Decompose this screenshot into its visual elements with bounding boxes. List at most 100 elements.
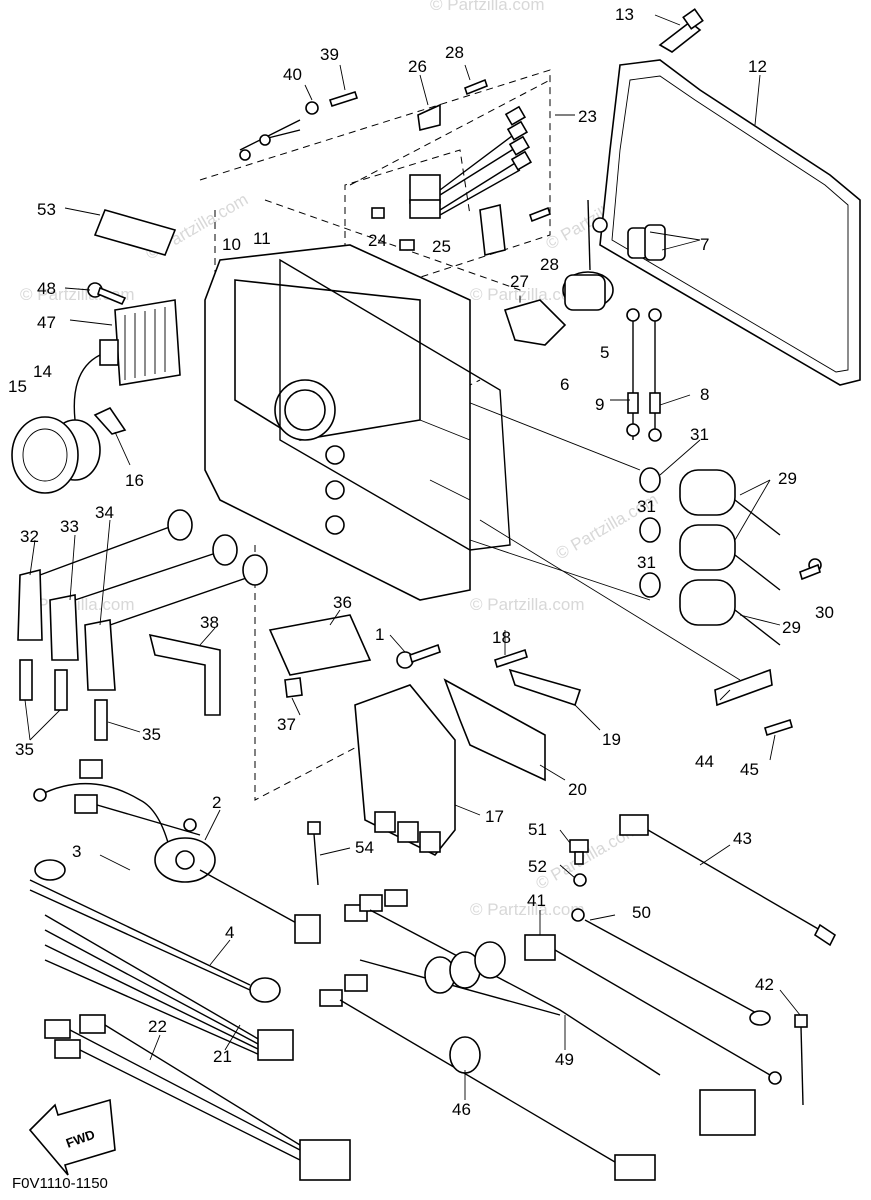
bolt-51 <box>569 839 589 887</box>
callout-14: 14 <box>33 362 52 381</box>
callout-5: 5 <box>600 343 609 362</box>
callout-53: 53 <box>37 200 56 219</box>
bolt-1 <box>396 643 441 669</box>
plate-44 <box>714 668 793 737</box>
callout-44: 44 <box>695 752 714 771</box>
callout-36: 36 <box>333 593 352 612</box>
gasket <box>599 59 861 386</box>
plate-36 <box>268 614 372 698</box>
callout-10: 10 <box>222 235 241 254</box>
harness-43 <box>619 814 837 947</box>
watermark: © Partzilla.com <box>430 0 545 14</box>
bolt-39 <box>239 90 359 161</box>
callout-20: 20 <box>568 780 587 799</box>
callout-39: 39 <box>320 45 339 64</box>
callout-22: 22 <box>148 1017 167 1036</box>
cable-tie-42 <box>794 1014 808 1106</box>
callout-18: 18 <box>492 628 511 647</box>
callout-47: 47 <box>37 313 56 332</box>
callout-28: 28 <box>445 43 464 62</box>
callout-6: 6 <box>560 375 569 394</box>
callout-31c: 31 <box>637 553 656 572</box>
callout-29: 29 <box>778 469 797 488</box>
callout-52: 52 <box>528 857 547 876</box>
clip-16 <box>93 406 127 435</box>
knob-assembly <box>11 416 101 494</box>
callout-23: 23 <box>578 107 597 126</box>
callout-48: 48 <box>37 279 56 298</box>
spark-plugs <box>19 659 108 741</box>
callout-37: 37 <box>277 715 296 734</box>
harness-50 <box>571 908 771 1026</box>
callout-24: 24 <box>368 231 387 250</box>
callout-7: 7 <box>700 235 709 254</box>
forward-indicator: FWD <box>28 1098 116 1176</box>
callout-1: 1 <box>375 625 384 644</box>
callout-2: 2 <box>212 793 221 812</box>
label-plate <box>93 209 177 256</box>
relay-holder <box>503 299 567 346</box>
bracket-26 <box>417 78 488 131</box>
watermark: © Partzilla.com <box>470 595 585 614</box>
harness-22 <box>44 1014 351 1181</box>
callout-19: 19 <box>602 730 621 749</box>
callout-45: 45 <box>740 760 759 779</box>
callout-49: 49 <box>555 1050 574 1069</box>
callout-38: 38 <box>200 613 219 632</box>
diagram-code: F0V1110-1150 <box>12 1175 108 1192</box>
harness-46 <box>319 974 656 1181</box>
callout-12: 12 <box>748 57 767 76</box>
callout-9: 9 <box>595 395 604 414</box>
callout-27: 27 <box>510 272 529 291</box>
callout-13: 13 <box>615 5 634 24</box>
callout-41: 41 <box>527 891 546 910</box>
watermark: © Partzilla.com <box>470 285 585 304</box>
callout-15: 15 <box>8 377 27 396</box>
rectifier-regulator <box>73 299 181 421</box>
watermark: © Partzilla.com <box>20 595 135 614</box>
callout-4: 4 <box>225 923 234 942</box>
bracket-assembly <box>443 648 582 782</box>
screw-30 <box>799 563 821 581</box>
callout-43: 43 <box>733 829 752 848</box>
callout-29b: 29 <box>782 618 801 637</box>
leader-lines <box>24 14 801 1100</box>
sensor-2 <box>33 759 321 944</box>
callout-21: 21 <box>213 1047 232 1066</box>
callout-33: 33 <box>60 517 79 536</box>
callout-50: 50 <box>632 903 651 922</box>
harness-21 <box>44 914 294 1061</box>
clamp-38 <box>148 633 221 716</box>
cover-seal <box>279 258 511 551</box>
callout-31b: 31 <box>637 497 656 516</box>
callout-34: 34 <box>95 503 114 522</box>
callout-40: 40 <box>283 65 302 84</box>
starter-relay <box>562 199 614 311</box>
callout-17: 17 <box>485 807 504 826</box>
watermark: © Partzilla.com <box>470 900 585 919</box>
callout-35b: 35 <box>15 740 34 759</box>
harness-41 <box>524 934 782 1085</box>
spark-plug-caps <box>17 509 268 691</box>
callout-25: 25 <box>432 237 451 256</box>
callout-51: 51 <box>528 820 547 839</box>
callout-30: 30 <box>815 603 834 622</box>
harness-4 <box>29 859 281 1003</box>
harness-23 <box>349 79 551 251</box>
callout-42: 42 <box>755 975 774 994</box>
callout-labels: 13 12 39 28 40 26 23 53 10 11 24 25 27 2… <box>8 5 834 1119</box>
cable-tie-54 <box>307 821 321 886</box>
cdi-unit <box>354 684 456 857</box>
screw-13 <box>658 8 704 53</box>
callout-32: 32 <box>20 527 39 546</box>
callout-26: 26 <box>408 57 427 76</box>
fuse-wires <box>626 308 662 442</box>
callout-31: 31 <box>690 425 709 444</box>
callout-11: 11 <box>253 229 271 248</box>
ignition-coils <box>639 467 822 646</box>
harness-49 <box>344 889 756 1136</box>
callout-46: 46 <box>452 1100 471 1119</box>
fuse-holder <box>627 224 666 261</box>
callout-8: 8 <box>700 385 709 404</box>
